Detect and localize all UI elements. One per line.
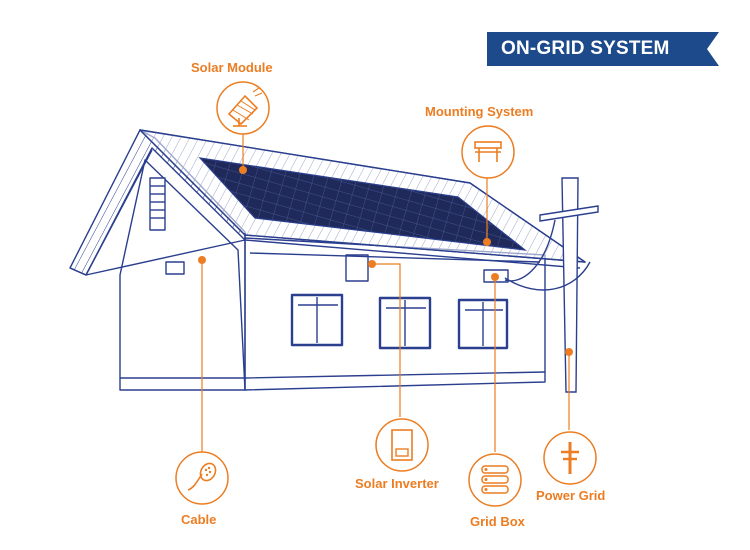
title-banner: ON-GRID SYSTEM [487,32,719,66]
power-pole [504,177,599,393]
label-solar-module: Solar Module [191,60,273,75]
label-solar-inverter: Solar Inverter [355,476,439,491]
solar-panel-array [198,157,528,251]
solar-panel-icon [216,81,270,135]
window-left [290,293,344,347]
power-pole-icon [543,431,597,485]
inverter-icon [375,418,429,472]
cable-coil-icon [175,451,229,505]
label-mounting-system: Mounting System [425,104,534,119]
inverter-box [345,254,369,282]
label-power-grid: Power Grid [536,488,606,503]
page-title: ON-GRID SYSTEM [501,38,670,59]
label-cable: Cable [181,512,217,527]
label-grid-box: Grid Box [470,514,525,529]
leader-dots [198,166,573,356]
grid-box-icon [468,453,522,507]
gable-vent [149,177,166,231]
mounting-rail-icon [461,125,515,179]
window-right [457,298,509,350]
leader-lines [201,130,570,452]
cable-junction-box [165,261,185,275]
window-middle [378,296,432,350]
